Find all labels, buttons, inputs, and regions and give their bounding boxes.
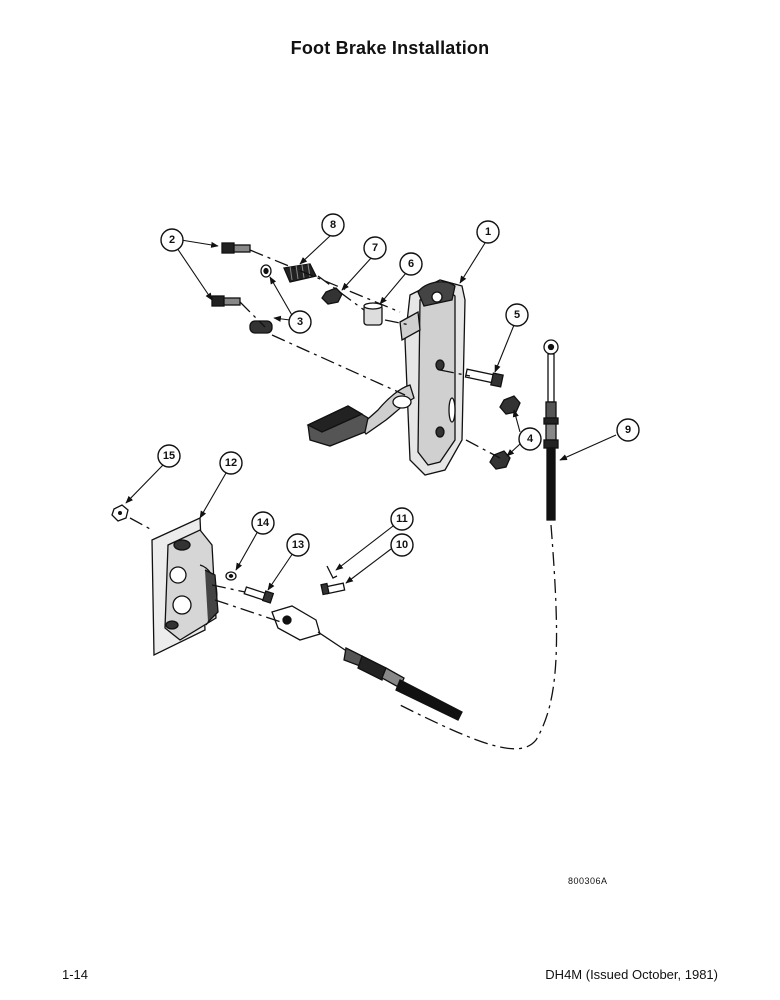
callout-2: 2 [160,228,184,252]
mount-nuts [489,395,521,470]
svg-text:1: 1 [485,226,491,238]
callout-8: 8 [321,213,345,237]
nut-small [321,287,343,305]
plate-nut [111,504,129,522]
svg-text:5: 5 [514,309,520,321]
callout-6: 6 [399,252,423,276]
svg-text:13: 13 [292,539,304,551]
svg-text:7: 7 [372,242,378,254]
svg-text:10: 10 [396,539,408,551]
callout-7: 7 [363,236,387,260]
svg-text:6: 6 [408,258,414,270]
leader-lines [125,234,617,591]
plate-bolt [243,586,275,604]
assembly-lines [129,249,501,626]
washers [249,264,273,334]
svg-text:4: 4 [527,433,534,445]
brake-pedal [306,384,415,447]
plate-washer [225,571,237,581]
svg-text:3: 3 [297,316,303,328]
callout-1: 1 [476,220,500,244]
callout-11: 11 [390,507,414,531]
callout-3: 3 [288,310,312,334]
spring [283,263,317,283]
bolt-mount [464,368,504,388]
page-title: Foot Brake Installation [290,38,490,58]
callout-9: 9 [616,418,640,442]
brake-cable [399,339,559,750]
svg-text:14: 14 [257,517,270,529]
svg-text:15: 15 [163,450,175,462]
callout-14: 14 [251,511,275,535]
svg-text:12: 12 [225,457,237,469]
callout-12: 12 [219,451,243,475]
callout-13: 13 [286,533,310,557]
callout-4: 4 [518,427,542,451]
callout-15: 15 [157,444,181,468]
cable-lower-end [271,605,463,721]
bolt-upper [221,242,251,254]
pedal-bracket [399,279,466,476]
mount-plate [151,517,219,657]
svg-text:2: 2 [169,234,175,246]
svg-text:11: 11 [396,513,408,525]
bolt-lower [211,295,241,307]
bushing [363,302,383,326]
svg-text:8: 8 [330,219,336,231]
callout-10: 10 [390,533,414,557]
document-footer: DH4M (Issued October, 1981) [545,967,718,982]
figure-reference: 800306A [568,876,608,886]
clevis-pin [320,582,346,596]
svg-text:9: 9 [625,424,631,436]
page-number: 1-14 [62,967,89,982]
cotter-pin [326,565,338,579]
callout-5: 5 [505,303,529,327]
